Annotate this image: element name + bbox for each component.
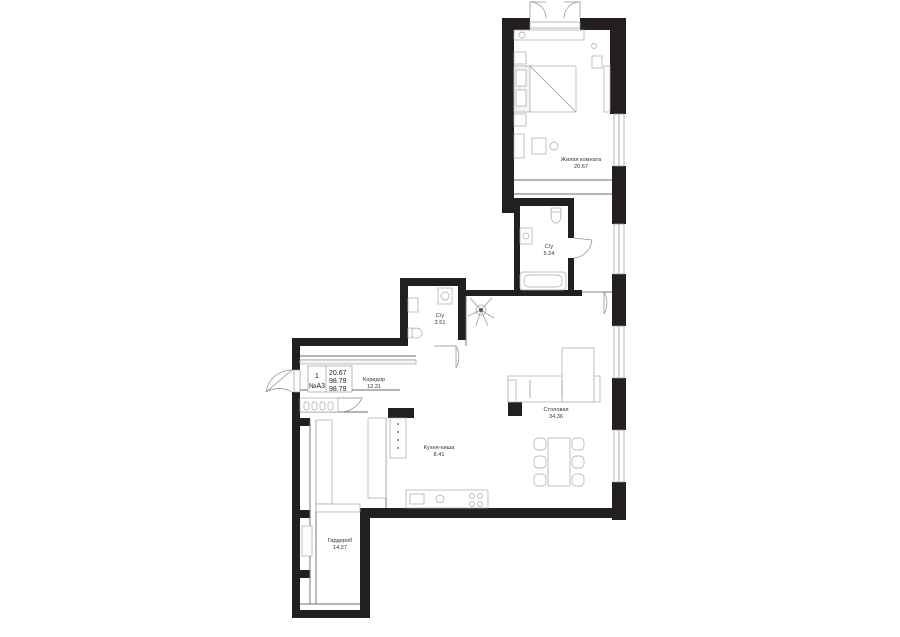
wardrobe-furniture xyxy=(299,397,387,557)
dining-furniture xyxy=(507,347,601,487)
room-labels: Жилая комната 20.67 С/у 5.24 С/у 3.51 Ко… xyxy=(328,157,602,551)
summary-total-area-2: 98.79 xyxy=(329,386,347,393)
room-name-kitchen: Кухня-ниша xyxy=(424,445,456,451)
room-name-bath1: С/у xyxy=(545,244,554,250)
room-name-bedroom: Жилая комната xyxy=(561,157,602,163)
summary-rooms-count: 1 xyxy=(315,373,319,380)
room-name-corridor: Коридор xyxy=(363,377,385,383)
summary-total-area: 98.79 xyxy=(329,378,347,385)
doors xyxy=(265,1,608,413)
summary-living-area: 20.67 xyxy=(329,370,347,377)
bedroom-furniture xyxy=(513,29,611,159)
plant xyxy=(467,297,495,327)
bath1-fixtures xyxy=(519,207,567,291)
corridor-furniture xyxy=(299,359,417,365)
windows xyxy=(293,21,625,483)
room-area-bedroom: 20.67 xyxy=(574,164,588,170)
room-area-kitchen: 8.41 xyxy=(434,452,445,458)
exterior-walls xyxy=(292,18,626,618)
summary-apartment-type: №A3 xyxy=(309,383,325,390)
room-area-wardrobe: 14.27 xyxy=(333,545,347,551)
room-area-bath1: 5.24 xyxy=(544,251,555,257)
kitchen-furniture xyxy=(389,417,489,509)
room-name-dining: Столовая xyxy=(543,407,568,413)
room-name-wardrobe: Гардероб xyxy=(328,538,353,544)
room-name-bath2: С/у xyxy=(436,313,445,319)
apartment-summary: 1 №A3 20.67 98.79 98.79 xyxy=(307,365,353,393)
bath2-fixtures xyxy=(407,287,453,339)
room-area-corridor: 12.31 xyxy=(367,384,381,390)
room-area-dining: 34.36 xyxy=(549,414,563,420)
room-area-bath2: 3.51 xyxy=(435,320,446,326)
